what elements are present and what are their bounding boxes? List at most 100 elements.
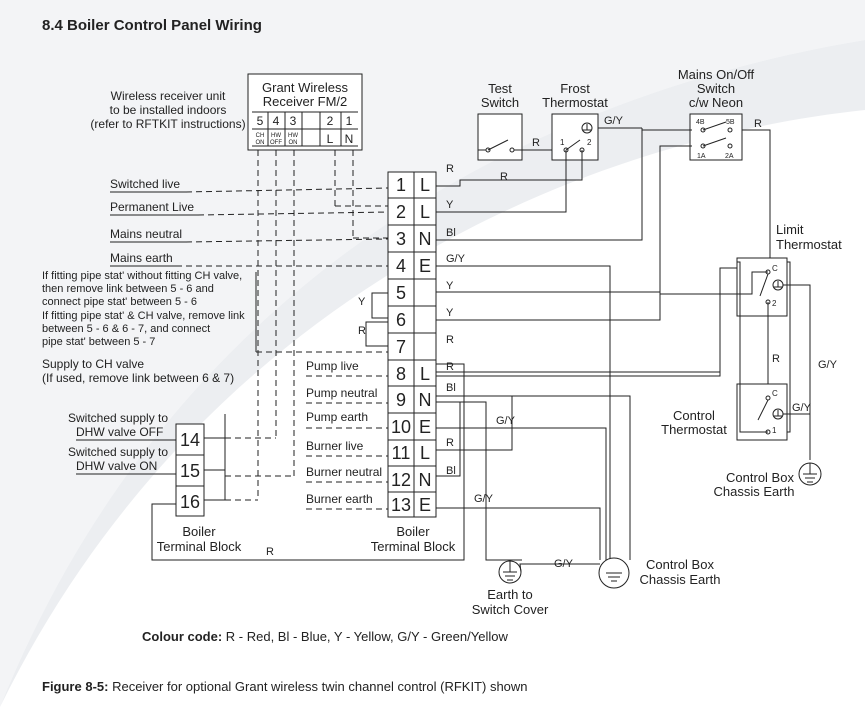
frost-label-2: Thermostat: [542, 95, 608, 110]
receiver-num-2: 2: [327, 114, 334, 128]
label-mains-earth: Mains earth: [110, 251, 173, 265]
terminal-num-11: 11: [392, 443, 411, 463]
wire-label-limit-r: R: [772, 353, 780, 365]
link-label-y: Y: [358, 296, 366, 308]
wire-label-t10: G/Y: [496, 415, 516, 427]
terminal-letter-11: L: [420, 443, 430, 463]
colour-code-text: R - Red, Bl - Blue, Y - Yellow, G/Y - Gr…: [222, 629, 508, 644]
label-switched-live: Switched live: [110, 177, 180, 191]
terminal-num-8: 8: [396, 364, 406, 384]
receiver-ch-on-1: CH: [256, 133, 265, 139]
receiver-title-1: Grant Wireless: [262, 80, 348, 95]
test-switch: [477, 113, 523, 161]
frost-label-1: Frost: [560, 81, 590, 96]
test-switch-label-1: Test: [488, 81, 512, 96]
dhw-off-label-2: DHW valve OFF: [76, 425, 163, 439]
control-contact-c: C: [772, 389, 778, 398]
section-title: 8.4 Boiler Control Panel Wiring: [42, 17, 262, 34]
wireless-receiver: Grant Wireless Receiver FM/2 5 4 3 2 1 C…: [247, 73, 363, 151]
control-label-1: Control: [673, 408, 715, 423]
terminal-num-12: 12: [391, 470, 411, 490]
terminal-letter-10: E: [419, 417, 431, 437]
terminal-num-7: 7: [396, 337, 406, 357]
colour-code: Colour code: R - Red, Bl - Blue, Y - Yel…: [142, 629, 508, 644]
contact-2a: 2A: [725, 153, 734, 160]
wire-label-bottom-r: R: [266, 546, 274, 558]
terminal-num-6: 6: [396, 310, 406, 330]
wire-label-t12: Bl: [446, 465, 456, 477]
earth-bottom-label-2: Chassis Earth: [640, 572, 721, 587]
wire-label-t11: R: [446, 437, 454, 449]
wire-label-t7: R: [446, 334, 454, 346]
wire-label-switch-r: R: [754, 118, 762, 130]
dhw-on-label-2: DHW valve ON: [76, 459, 157, 473]
terminal-letter-1: L: [420, 175, 430, 195]
svg-text:1: 1: [560, 138, 565, 147]
receiver-num-1: 1: [346, 114, 353, 128]
label-burner-neutral: Burner neutral: [306, 465, 382, 479]
main-terminal-caption-1: Boiler: [396, 524, 430, 539]
terminal-letter-13: E: [419, 495, 431, 515]
limit-label-2: Thermostat: [776, 237, 842, 252]
label-permanent-live: Permanent Live: [110, 200, 194, 214]
aux-num-16: 16: [180, 492, 200, 512]
earth-right-label-2: Chassis Earth: [714, 484, 795, 499]
aux-num-14: 14: [180, 430, 200, 450]
pipe-note-3: connect pipe stat' between 5 - 6: [42, 296, 197, 308]
contact-1a: 1A: [697, 153, 706, 160]
aux-terminal-block: [175, 423, 205, 517]
contact-5b: 5B: [726, 119, 735, 126]
receiver-hw-on-1: HW: [288, 133, 298, 139]
terminal-letter-4: E: [419, 256, 431, 276]
receiver-num-3: 3: [290, 114, 297, 128]
receiver-hw-on-2: ON: [289, 140, 298, 146]
receiver-num-4: 4: [273, 114, 280, 128]
figure-caption-text: Receiver for optional Grant wireless twi…: [108, 679, 528, 694]
wire-label-t13: G/Y: [474, 493, 494, 505]
wire-label-frost-gy: G/Y: [604, 115, 624, 127]
wire-label-t8: R: [446, 361, 454, 373]
main-terminal-block: [387, 171, 437, 518]
wire-label-t3: Bl: [446, 227, 456, 239]
receiver-l: L: [327, 132, 334, 146]
wire-label-earth-gy: G/Y: [554, 558, 574, 570]
terminal-num-10: 10: [391, 417, 411, 437]
terminal-letter-12: N: [419, 470, 432, 490]
wire-label-t5: Y: [446, 280, 454, 292]
earth-bottom-label-1: Control Box: [646, 557, 714, 572]
pipe-note-5: between 5 - 6 & 6 - 7, and connect: [42, 323, 210, 335]
svg-text:2: 2: [587, 138, 592, 147]
receiver-note-2: to be installed indoors: [110, 103, 227, 117]
label-burner-earth: Burner earth: [306, 492, 373, 506]
receiver-n: N: [345, 132, 354, 146]
link-label-r: R: [358, 325, 366, 337]
terminal-letter-2: L: [420, 202, 430, 222]
wire-label-limit-gy: G/Y: [818, 359, 838, 371]
terminal-num-5: 5: [396, 283, 406, 303]
switch-cover-label-1: Earth to: [487, 587, 533, 602]
contact-4b: 4B: [696, 119, 705, 126]
wire-label-t1: R: [500, 171, 508, 183]
terminal-letter-9: N: [419, 390, 432, 410]
wire-label-t9: Bl: [446, 382, 456, 394]
figure-caption: Figure 8-5: Receiver for optional Grant …: [42, 679, 528, 694]
pipe-note-2: then remove link between 5 - 6 and: [42, 283, 214, 295]
terminal-num-4: 4: [396, 256, 406, 276]
terminal-letter-3: N: [419, 229, 432, 249]
limit-contact-2: 2: [772, 299, 777, 308]
wire-label-control-gy: G/Y: [792, 402, 812, 414]
switch-cover-label-2: Switch Cover: [472, 602, 549, 617]
wire-label-t2: Y: [446, 199, 454, 211]
pipe-note-6: pipe stat' between 5 - 7: [42, 336, 155, 348]
label-burner-live: Burner live: [306, 439, 364, 453]
terminal-letter-8: L: [420, 364, 430, 384]
aux-num-15: 15: [180, 461, 200, 481]
wire-label-test-r: R: [532, 137, 540, 149]
limit-contact-c: C: [772, 264, 778, 273]
receiver-note-3: (refer to RFTKIT instructions): [90, 117, 245, 131]
terminal-num-1: 1: [396, 175, 406, 195]
earth-right-label-1: Control Box: [726, 470, 794, 485]
frost-thermostat: [551, 113, 599, 161]
receiver-num-5: 5: [257, 114, 264, 128]
control-contact-1: 1: [772, 426, 777, 435]
